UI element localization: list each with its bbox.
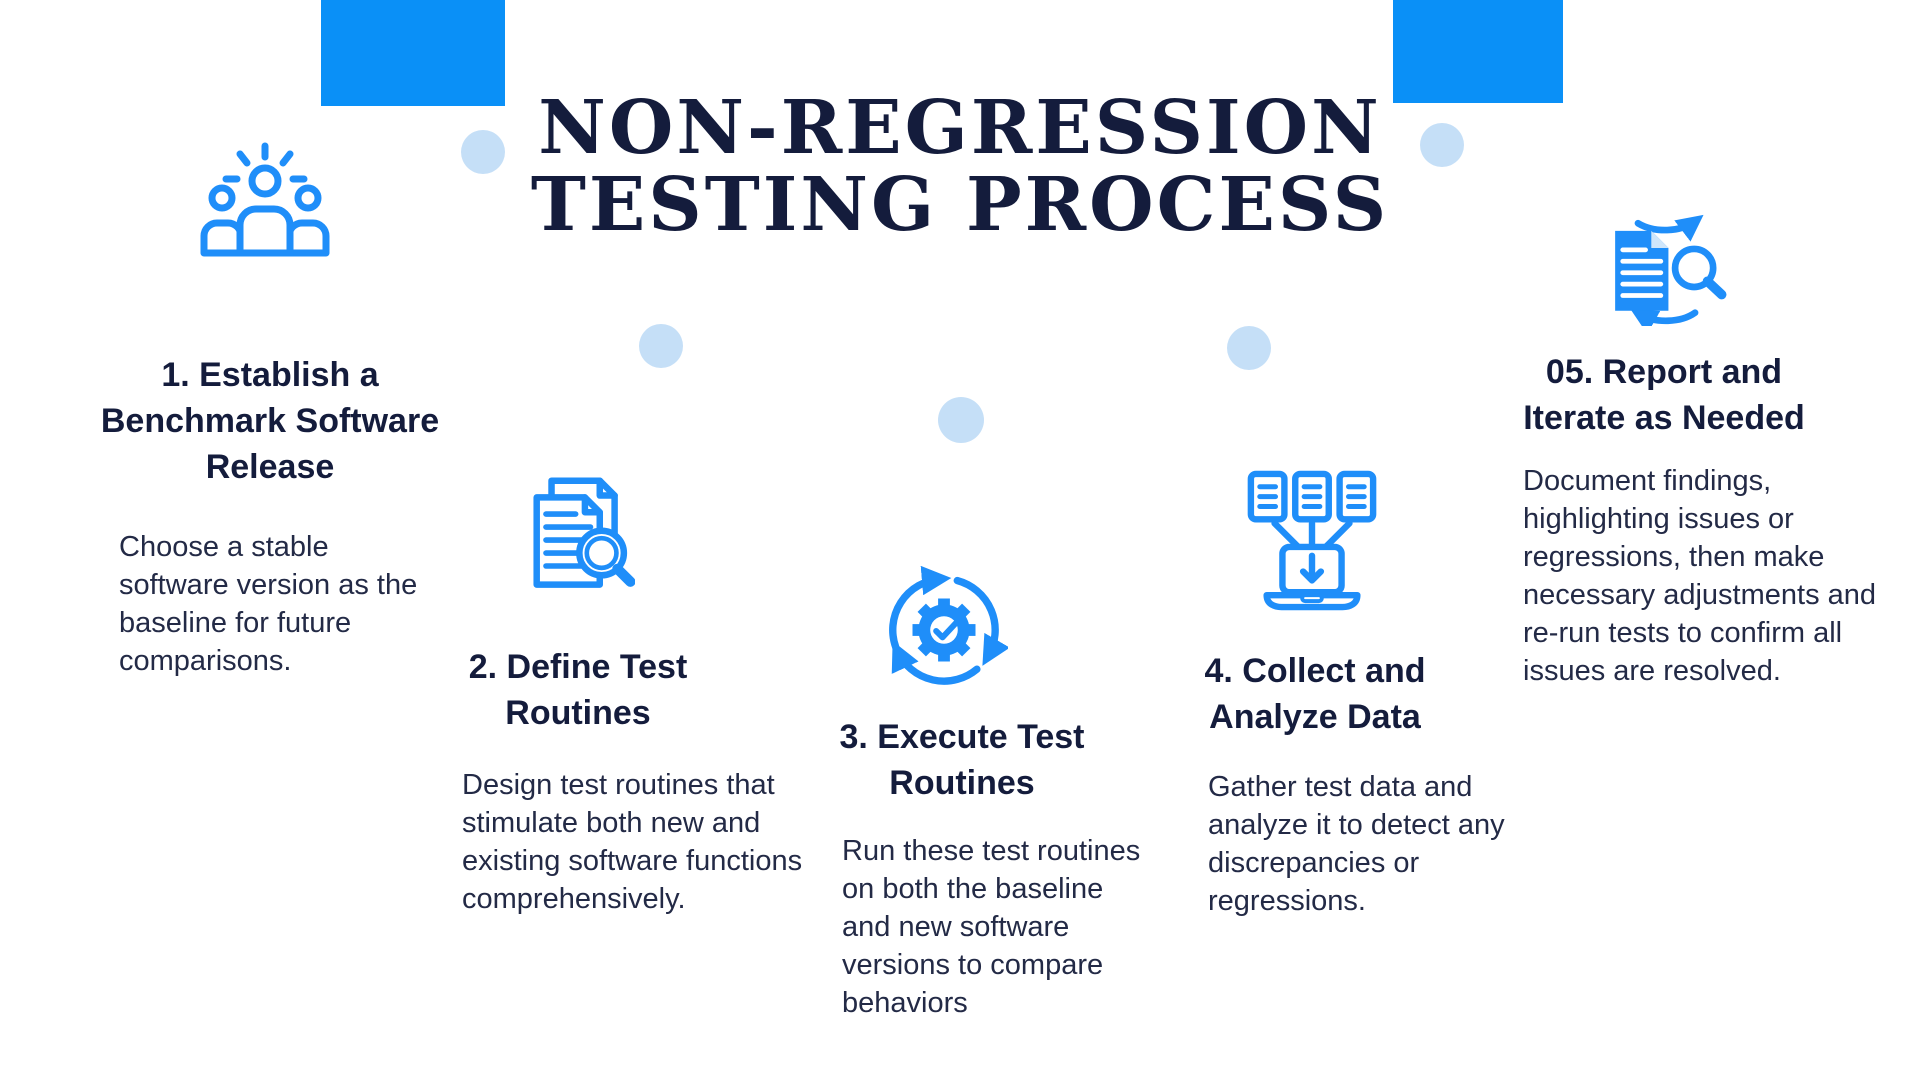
arc-dot-2 <box>639 324 683 368</box>
decor-rect-right <box>1393 0 1563 103</box>
dashed-arc <box>465 0 1457 61</box>
arc-dot-4 <box>1227 326 1271 370</box>
step-4-title: 4. Collect and Analyze Data <box>1204 652 1426 736</box>
step-3-title: 3. Execute Test Routines <box>839 718 1085 802</box>
arc-dot-3 <box>938 397 984 443</box>
step-1-description: Choose a stable software version as the … <box>119 531 418 677</box>
team-celebrate-icon <box>195 140 335 271</box>
decor-rect-left <box>321 0 505 106</box>
arc-dot-1 <box>461 130 505 174</box>
step-2-description: Design test routines that stimulate both… <box>462 769 803 915</box>
step-4-description: Gather test data and analyze it to detec… <box>1208 771 1505 917</box>
step-5-description: Document findings, highlighting issues o… <box>1523 465 1877 687</box>
gear-cycle-icon <box>880 566 1008 694</box>
data-to-laptop-icon <box>1243 466 1381 614</box>
page-title: NON-REGRESSION TESTING PROCESS <box>530 85 1390 248</box>
step-2-title: 2. Define Test Routines <box>468 648 688 732</box>
report-iterate-icon <box>1598 208 1736 326</box>
step-3-description: Run these test routines on both the base… <box>842 835 1141 1019</box>
documents-magnifier-icon <box>520 452 635 604</box>
step-1-title: 1. Establish a Benchmark Software Releas… <box>100 356 440 486</box>
step-5-title: 05. Report and Iterate as Needed <box>1523 353 1805 437</box>
arc-dot-5 <box>1420 123 1464 167</box>
